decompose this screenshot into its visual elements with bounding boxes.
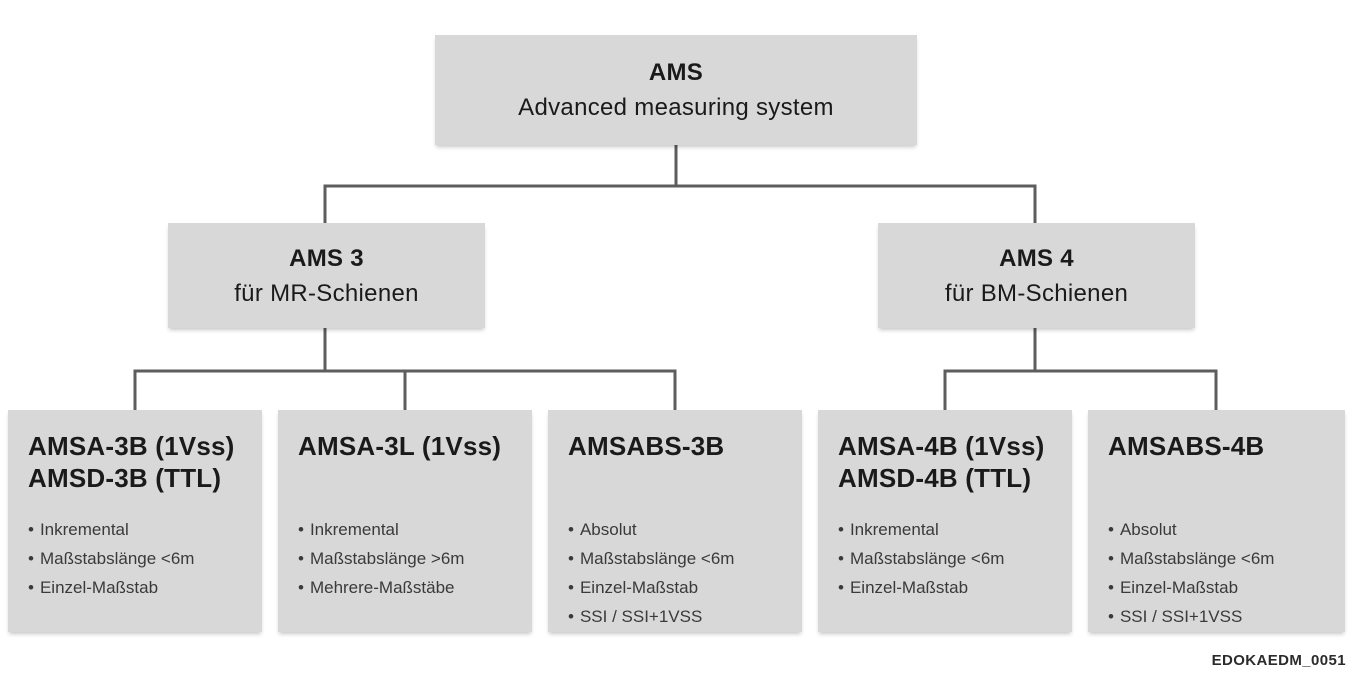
leaf-title-line: AMSA-4B (1Vss) bbox=[838, 431, 1045, 461]
bullet-item: Maßstabslänge <6m bbox=[838, 544, 1062, 573]
bullet-item: Absolut bbox=[568, 515, 792, 544]
bullet-item: Maßstabslänge <6m bbox=[28, 544, 252, 573]
bullet-item: SSI / SSI+1VSS bbox=[1108, 602, 1335, 631]
connector-root-to-branches bbox=[323, 145, 1037, 224]
branch-title: AMS 4 bbox=[999, 244, 1074, 272]
leaf-title: AMSA-3L (1Vss) bbox=[298, 430, 522, 515]
connector-ams3-to-leaves bbox=[133, 328, 677, 411]
leaf-title: AMSABS-4B bbox=[1108, 430, 1335, 515]
node-amsabs-4b: AMSABS-4B AbsolutMaßstabslänge <6mEinzel… bbox=[1088, 410, 1345, 632]
node-amsa-4b: AMSA-4B (1Vss) AMSD-4B (TTL) Inkremental… bbox=[818, 410, 1072, 632]
bullet-item: Maßstabslänge <6m bbox=[568, 544, 792, 573]
leaf-bullet-list: AbsolutMaßstabslänge <6mEinzel-MaßstabSS… bbox=[568, 515, 792, 631]
root-title: AMS bbox=[648, 59, 704, 86]
node-ams-root: AMS Advanced measuring system bbox=[435, 35, 917, 145]
node-ams4: AMS 4 für BM-Schienen bbox=[878, 223, 1195, 328]
node-ams3: AMS 3 für MR-Schienen bbox=[168, 223, 485, 328]
bullet-item: Inkremental bbox=[28, 515, 252, 544]
branch-subtitle: für BM-Schienen bbox=[944, 279, 1129, 307]
bullet-item: Maßstabslänge <6m bbox=[1108, 544, 1335, 573]
leaf-title-line: AMSD-3B (TTL) bbox=[28, 463, 222, 493]
leaf-bullet-list: InkrementalMaßstabslänge <6mEinzel-Maßst… bbox=[838, 515, 1062, 602]
bullet-item: SSI / SSI+1VSS bbox=[568, 602, 792, 631]
bullet-item: Einzel-Maßstab bbox=[28, 573, 252, 602]
leaf-bullet-list: InkrementalMaßstabslänge <6mEinzel-Maßst… bbox=[28, 515, 252, 602]
bullet-item: Inkremental bbox=[838, 515, 1062, 544]
bullet-item: Maßstabslänge >6m bbox=[298, 544, 522, 573]
leaf-title-line: AMSA-3L (1Vss) bbox=[298, 431, 502, 461]
bullet-item: Mehrere-Maßstäbe bbox=[298, 573, 522, 602]
leaf-title-line: AMSA-3B (1Vss) bbox=[28, 431, 235, 461]
bullet-item: Inkremental bbox=[298, 515, 522, 544]
leaf-title-line: AMSABS-4B bbox=[1108, 431, 1265, 461]
bullet-item: Einzel-Maßstab bbox=[838, 573, 1062, 602]
bullet-item: Einzel-Maßstab bbox=[1108, 573, 1335, 602]
node-amsabs-3b: AMSABS-3B AbsolutMaßstabslänge <6mEinzel… bbox=[548, 410, 802, 632]
leaf-title: AMSABS-3B bbox=[568, 430, 792, 515]
leaf-bullet-list: AbsolutMaßstabslänge <6mEinzel-MaßstabSS… bbox=[1108, 515, 1335, 631]
bullet-item: Absolut bbox=[1108, 515, 1335, 544]
leaf-title-line: AMSABS-3B bbox=[568, 431, 725, 461]
branch-subtitle: für MR-Schienen bbox=[234, 279, 419, 307]
connector-ams4-to-leaves bbox=[943, 328, 1218, 411]
bullet-item: Einzel-Maßstab bbox=[568, 573, 792, 602]
leaf-title-line: AMSD-4B (TTL) bbox=[838, 463, 1032, 493]
leaf-title: AMSA-4B (1Vss) AMSD-4B (TTL) bbox=[838, 430, 1062, 515]
branch-title: AMS 3 bbox=[289, 244, 364, 272]
node-amsa-3l: AMSA-3L (1Vss) InkrementalMaßstabslänge … bbox=[278, 410, 532, 632]
leaf-title: AMSA-3B (1Vss) AMSD-3B (TTL) bbox=[28, 430, 252, 515]
leaf-bullet-list: InkrementalMaßstabslänge >6mMehrere-Maßs… bbox=[298, 515, 522, 602]
root-subtitle: Advanced measuring system bbox=[518, 94, 834, 121]
document-code: EDOKAEDM_0051 bbox=[1211, 652, 1346, 669]
node-amsa-3b: AMSA-3B (1Vss) AMSD-3B (TTL) Inkremental… bbox=[8, 410, 262, 632]
